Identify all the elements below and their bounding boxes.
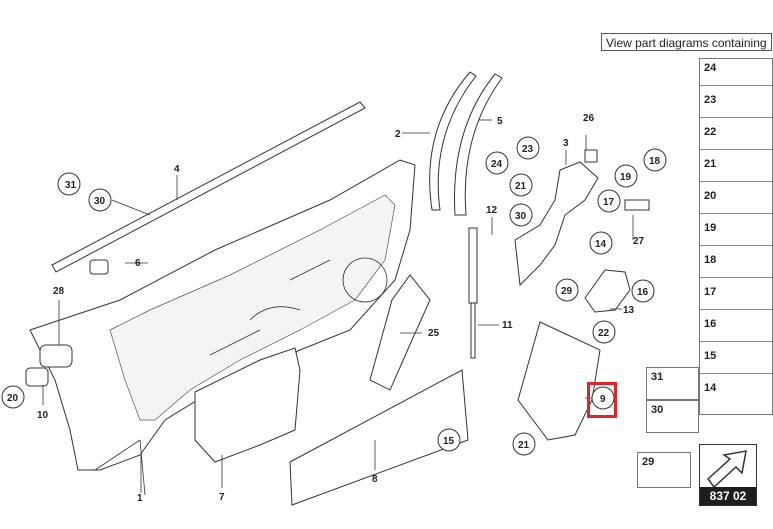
callout-3: 3 bbox=[563, 138, 569, 149]
legend-cell-19[interactable]: 19 bbox=[700, 219, 772, 246]
bolt-part[interactable] bbox=[624, 199, 650, 211]
callout-27: 27 bbox=[633, 236, 645, 247]
callout-22: 22 bbox=[598, 328, 610, 339]
callout-26: 26 bbox=[583, 113, 595, 124]
callout-21-b: 21 bbox=[518, 440, 530, 451]
callout-6: 6 bbox=[135, 258, 141, 269]
callout-10: 10 bbox=[37, 410, 49, 421]
callout-23: 23 bbox=[522, 144, 534, 155]
callout-30-b: 30 bbox=[515, 211, 527, 222]
callout-1: 1 bbox=[137, 493, 143, 504]
legend-cell-22[interactable]: 22 bbox=[700, 123, 772, 150]
window-seal-part[interactable] bbox=[429, 71, 477, 211]
callout-31: 31 bbox=[65, 180, 77, 191]
door-trim-part-9[interactable] bbox=[517, 321, 601, 441]
weatherstrip-part[interactable] bbox=[51, 101, 366, 273]
callout-15: 15 bbox=[443, 436, 455, 447]
callout-28: 28 bbox=[53, 286, 65, 297]
legend-cell-16[interactable]: 16 bbox=[700, 315, 772, 342]
callout-16: 16 bbox=[637, 287, 649, 298]
legend-cell-24[interactable]: 24 bbox=[700, 59, 772, 86]
callout-circles bbox=[1, 136, 667, 456]
callout-18: 18 bbox=[649, 156, 661, 167]
callout-12: 12 bbox=[486, 205, 498, 216]
trim-panel-part[interactable] bbox=[194, 347, 301, 463]
door-shell-part[interactable] bbox=[29, 159, 416, 496]
callout-25: 25 bbox=[428, 328, 440, 339]
window-frame-seal-part[interactable] bbox=[454, 73, 503, 216]
callout-8: 8 bbox=[372, 474, 378, 485]
legend-cell-21[interactable]: 21 bbox=[700, 155, 772, 182]
figure-badge[interactable]: 837 02 bbox=[699, 444, 757, 506]
callout-19: 19 bbox=[620, 172, 632, 183]
callout-30-a: 30 bbox=[94, 196, 106, 207]
highlight-box bbox=[587, 382, 617, 418]
legend-cell-29[interactable]: 29 bbox=[637, 452, 691, 488]
callout-4: 4 bbox=[174, 164, 180, 175]
legend-cell-20[interactable]: 20 bbox=[700, 187, 772, 214]
callout-2: 2 bbox=[395, 129, 401, 140]
clip-part[interactable] bbox=[89, 259, 109, 275]
view-diagrams-tooltip[interactable]: View part diagrams containing bbox=[601, 33, 772, 51]
hardware-legend-grid: 24 23 22 21 20 19 18 17 16 15 14 bbox=[699, 58, 773, 415]
door-hinge-part[interactable] bbox=[514, 161, 599, 287]
window-regulator-part[interactable] bbox=[369, 274, 431, 391]
legend-cell-15[interactable]: 15 bbox=[700, 347, 772, 374]
callout-11: 11 bbox=[502, 320, 513, 331]
figure-code: 837 02 bbox=[700, 487, 756, 505]
callout-24: 24 bbox=[491, 159, 503, 170]
callout-21-a: 21 bbox=[515, 181, 527, 192]
legend-cell-30[interactable]: 30 bbox=[646, 400, 699, 433]
legend-cell-17[interactable]: 17 bbox=[700, 283, 772, 310]
handle-part[interactable] bbox=[39, 344, 73, 368]
leader-lines bbox=[42, 119, 634, 493]
legend-cell-18[interactable]: 18 bbox=[700, 251, 772, 278]
callout-17: 17 bbox=[603, 197, 615, 208]
callout-20: 20 bbox=[7, 393, 19, 404]
nut-part[interactable] bbox=[584, 149, 598, 163]
arrow-icon bbox=[706, 450, 747, 489]
callout-9[interactable]: 9 bbox=[600, 394, 606, 405]
legend-cell-31[interactable]: 31 bbox=[646, 367, 699, 400]
callout-5: 5 bbox=[497, 116, 503, 127]
legend-cell-23[interactable]: 23 bbox=[700, 91, 772, 118]
callout-29: 29 bbox=[561, 286, 573, 297]
lock-cylinder-part[interactable] bbox=[25, 367, 49, 387]
callout-14: 14 bbox=[595, 239, 607, 250]
callout-7: 7 bbox=[219, 492, 225, 503]
gas-strut-part[interactable] bbox=[468, 227, 478, 359]
callout-13: 13 bbox=[623, 305, 635, 316]
legend-cell-14[interactable]: 14 bbox=[704, 382, 717, 394]
insulation-mat-part[interactable] bbox=[289, 369, 469, 506]
bracket-part[interactable] bbox=[584, 269, 631, 313]
